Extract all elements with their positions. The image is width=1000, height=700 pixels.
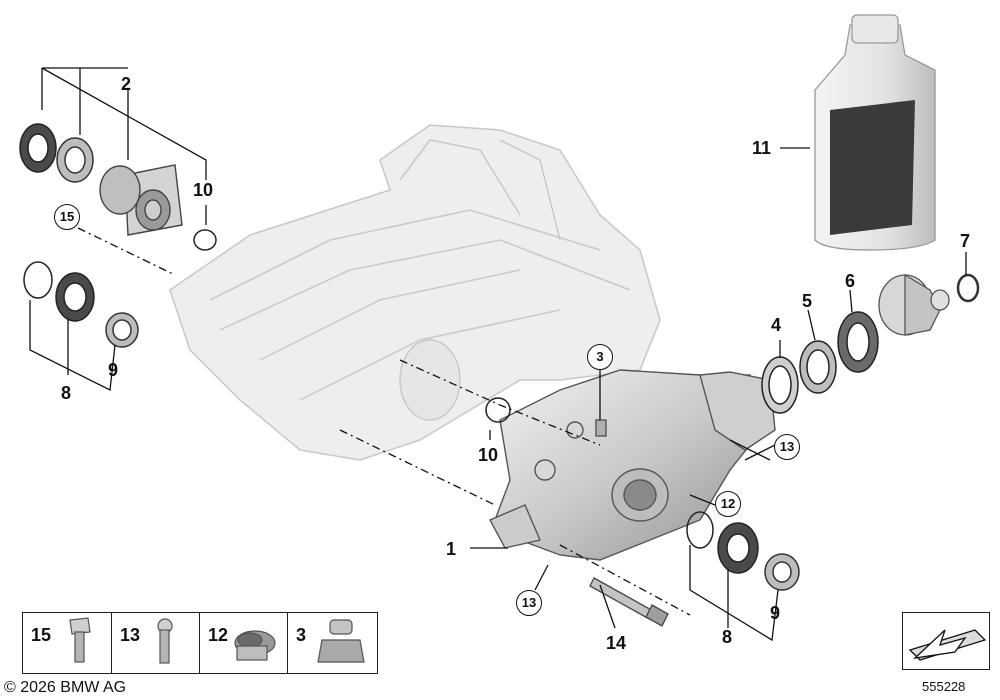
bolt-14: [589, 577, 669, 627]
legend-icons: [69, 617, 365, 664]
output-flange: [878, 273, 950, 336]
callout-9-left: 9: [108, 360, 119, 380]
o-ring-center: [485, 397, 511, 423]
shaft-seal-upper: [19, 123, 57, 173]
flange-housing: [99, 164, 183, 236]
callout-8-left: 8: [61, 383, 72, 403]
leader-lines: [29, 67, 967, 642]
callout-6: 6: [845, 271, 856, 291]
callout-10-upper: 10: [193, 180, 214, 200]
callout-15: 15: [54, 204, 80, 230]
legend-number: 13: [120, 625, 141, 645]
copyright: © 2026 BMW AG: [4, 679, 127, 696]
screw-plug-icon: [234, 630, 276, 661]
callout-8-right: 8: [722, 627, 733, 647]
legend-number: 12: [208, 625, 229, 645]
oil-pan: [169, 124, 661, 461]
callout-13-bottom: 13: [516, 590, 542, 616]
o-ring-right: [686, 511, 714, 549]
callout-9-right: 9: [770, 603, 781, 623]
bearing-upper: [56, 137, 94, 183]
snap-ring-7: [956, 273, 980, 303]
callout-10-center: 10: [478, 445, 499, 465]
callout-3: 3: [587, 344, 613, 370]
legend-cell-15: 15: [23, 613, 111, 673]
direction-box: [902, 612, 990, 670]
callout-2: 2: [121, 74, 132, 94]
legend-number: 15: [31, 625, 52, 645]
legend-number: 3: [296, 625, 307, 645]
hex-bolt-icon: [69, 617, 91, 663]
callout-7: 7: [960, 231, 971, 251]
shaft-seal-right: [717, 522, 759, 574]
o-ring-left: [23, 261, 53, 299]
callout-5: 5: [802, 291, 813, 311]
legend-cell-12: 12: [199, 613, 288, 673]
shaft-seal-left: [55, 272, 95, 322]
callout-14: 14: [606, 633, 627, 653]
legend-cell-13: 13: [111, 613, 200, 673]
ring-4: [761, 356, 799, 414]
shaft-seal-6: [837, 311, 879, 373]
callout-13-right: 13: [774, 434, 800, 460]
callout-1: 1: [446, 539, 457, 559]
vent-valve-icon: [317, 619, 365, 663]
legend-cell-3: 3: [287, 613, 376, 673]
o-ring-upper: [193, 229, 217, 251]
parts-legend: 15 13 12 3: [22, 612, 378, 674]
callout-12: 12: [715, 491, 741, 517]
sleeve-left: [105, 312, 139, 348]
screw-icon: [157, 618, 173, 664]
sleeve-right: [764, 553, 800, 591]
oil-bottle: [814, 14, 936, 251]
callout-4: 4: [771, 315, 782, 335]
image-number: 555228: [922, 679, 966, 694]
callout-11: 11: [752, 138, 772, 158]
ring-5: [799, 340, 837, 394]
direction-arrow-icon: [908, 629, 987, 661]
